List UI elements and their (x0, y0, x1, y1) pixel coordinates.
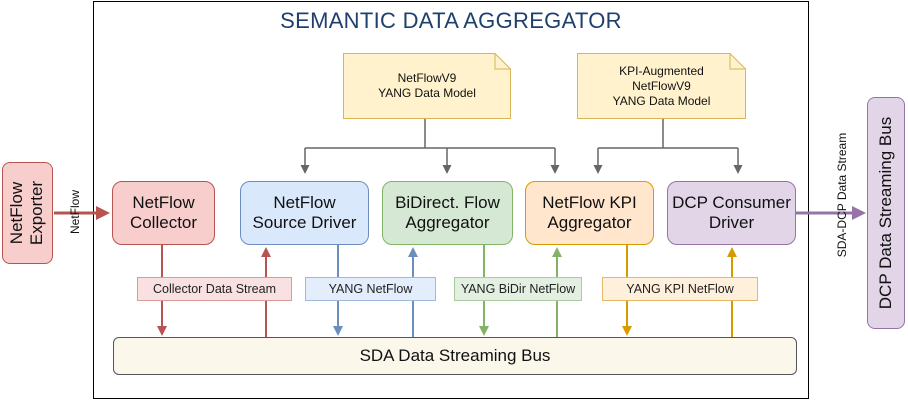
netflow-exporter[interactable]: NetFlow Exporter (2, 162, 53, 264)
note-shape (343, 53, 511, 119)
yang-kpi-netflow-stream-label: YANG KPI NetFlow (602, 277, 758, 301)
dcp-data-streaming-bus[interactable]: DCP Data Streaming Bus (867, 97, 905, 329)
netflowv9-note-text: NetFlowV9 YANG Data Model (378, 71, 476, 100)
sda-frame (93, 1, 809, 399)
kpi-model-links (593, 118, 743, 174)
bidirect-flow-aggregator[interactable]: BiDirect. Flow Aggregator (382, 181, 513, 245)
kpi-yang-model-note: KPI-Augmented NetFlowV9 YANG Data Model (577, 53, 746, 119)
kpi-note-text: KPI-Augmented NetFlowV9 YANG Data Model (612, 63, 711, 108)
netflowv9-model-links (300, 118, 560, 174)
netflow-source-driver[interactable]: NetFlow Source Driver (240, 181, 369, 245)
netflow-edge-label: NetFlow (68, 190, 82, 235)
netflow-kpi-aggregator[interactable]: NetFlow KPI Aggregator (525, 181, 654, 245)
dcp-bus-label: DCP Data Streaming Bus (876, 116, 895, 310)
sda-dcp-stream-label: SDA-DCP Data Stream (835, 132, 849, 258)
collector-data-stream-label: Collector Data Stream (137, 277, 292, 301)
sda-data-streaming-bus[interactable]: SDA Data Streaming Bus (113, 337, 797, 375)
yang-netflow-stream-label: YANG NetFlow (305, 277, 436, 301)
yang-bidir-netflow-stream-label: YANG BiDir NetFlow (454, 277, 582, 301)
netflowv9-yang-model-note: NetFlowV9 YANG Data Model (343, 53, 511, 119)
netflow-collector[interactable]: NetFlow Collector (112, 181, 215, 245)
dcp-consumer-driver[interactable]: DCP Consumer Driver (667, 181, 796, 245)
netflow-exporter-label: NetFlow Exporter (7, 180, 47, 246)
diagram-title: SEMANTIC DATA AGGREGATOR (280, 8, 622, 33)
note-shape (577, 53, 746, 119)
